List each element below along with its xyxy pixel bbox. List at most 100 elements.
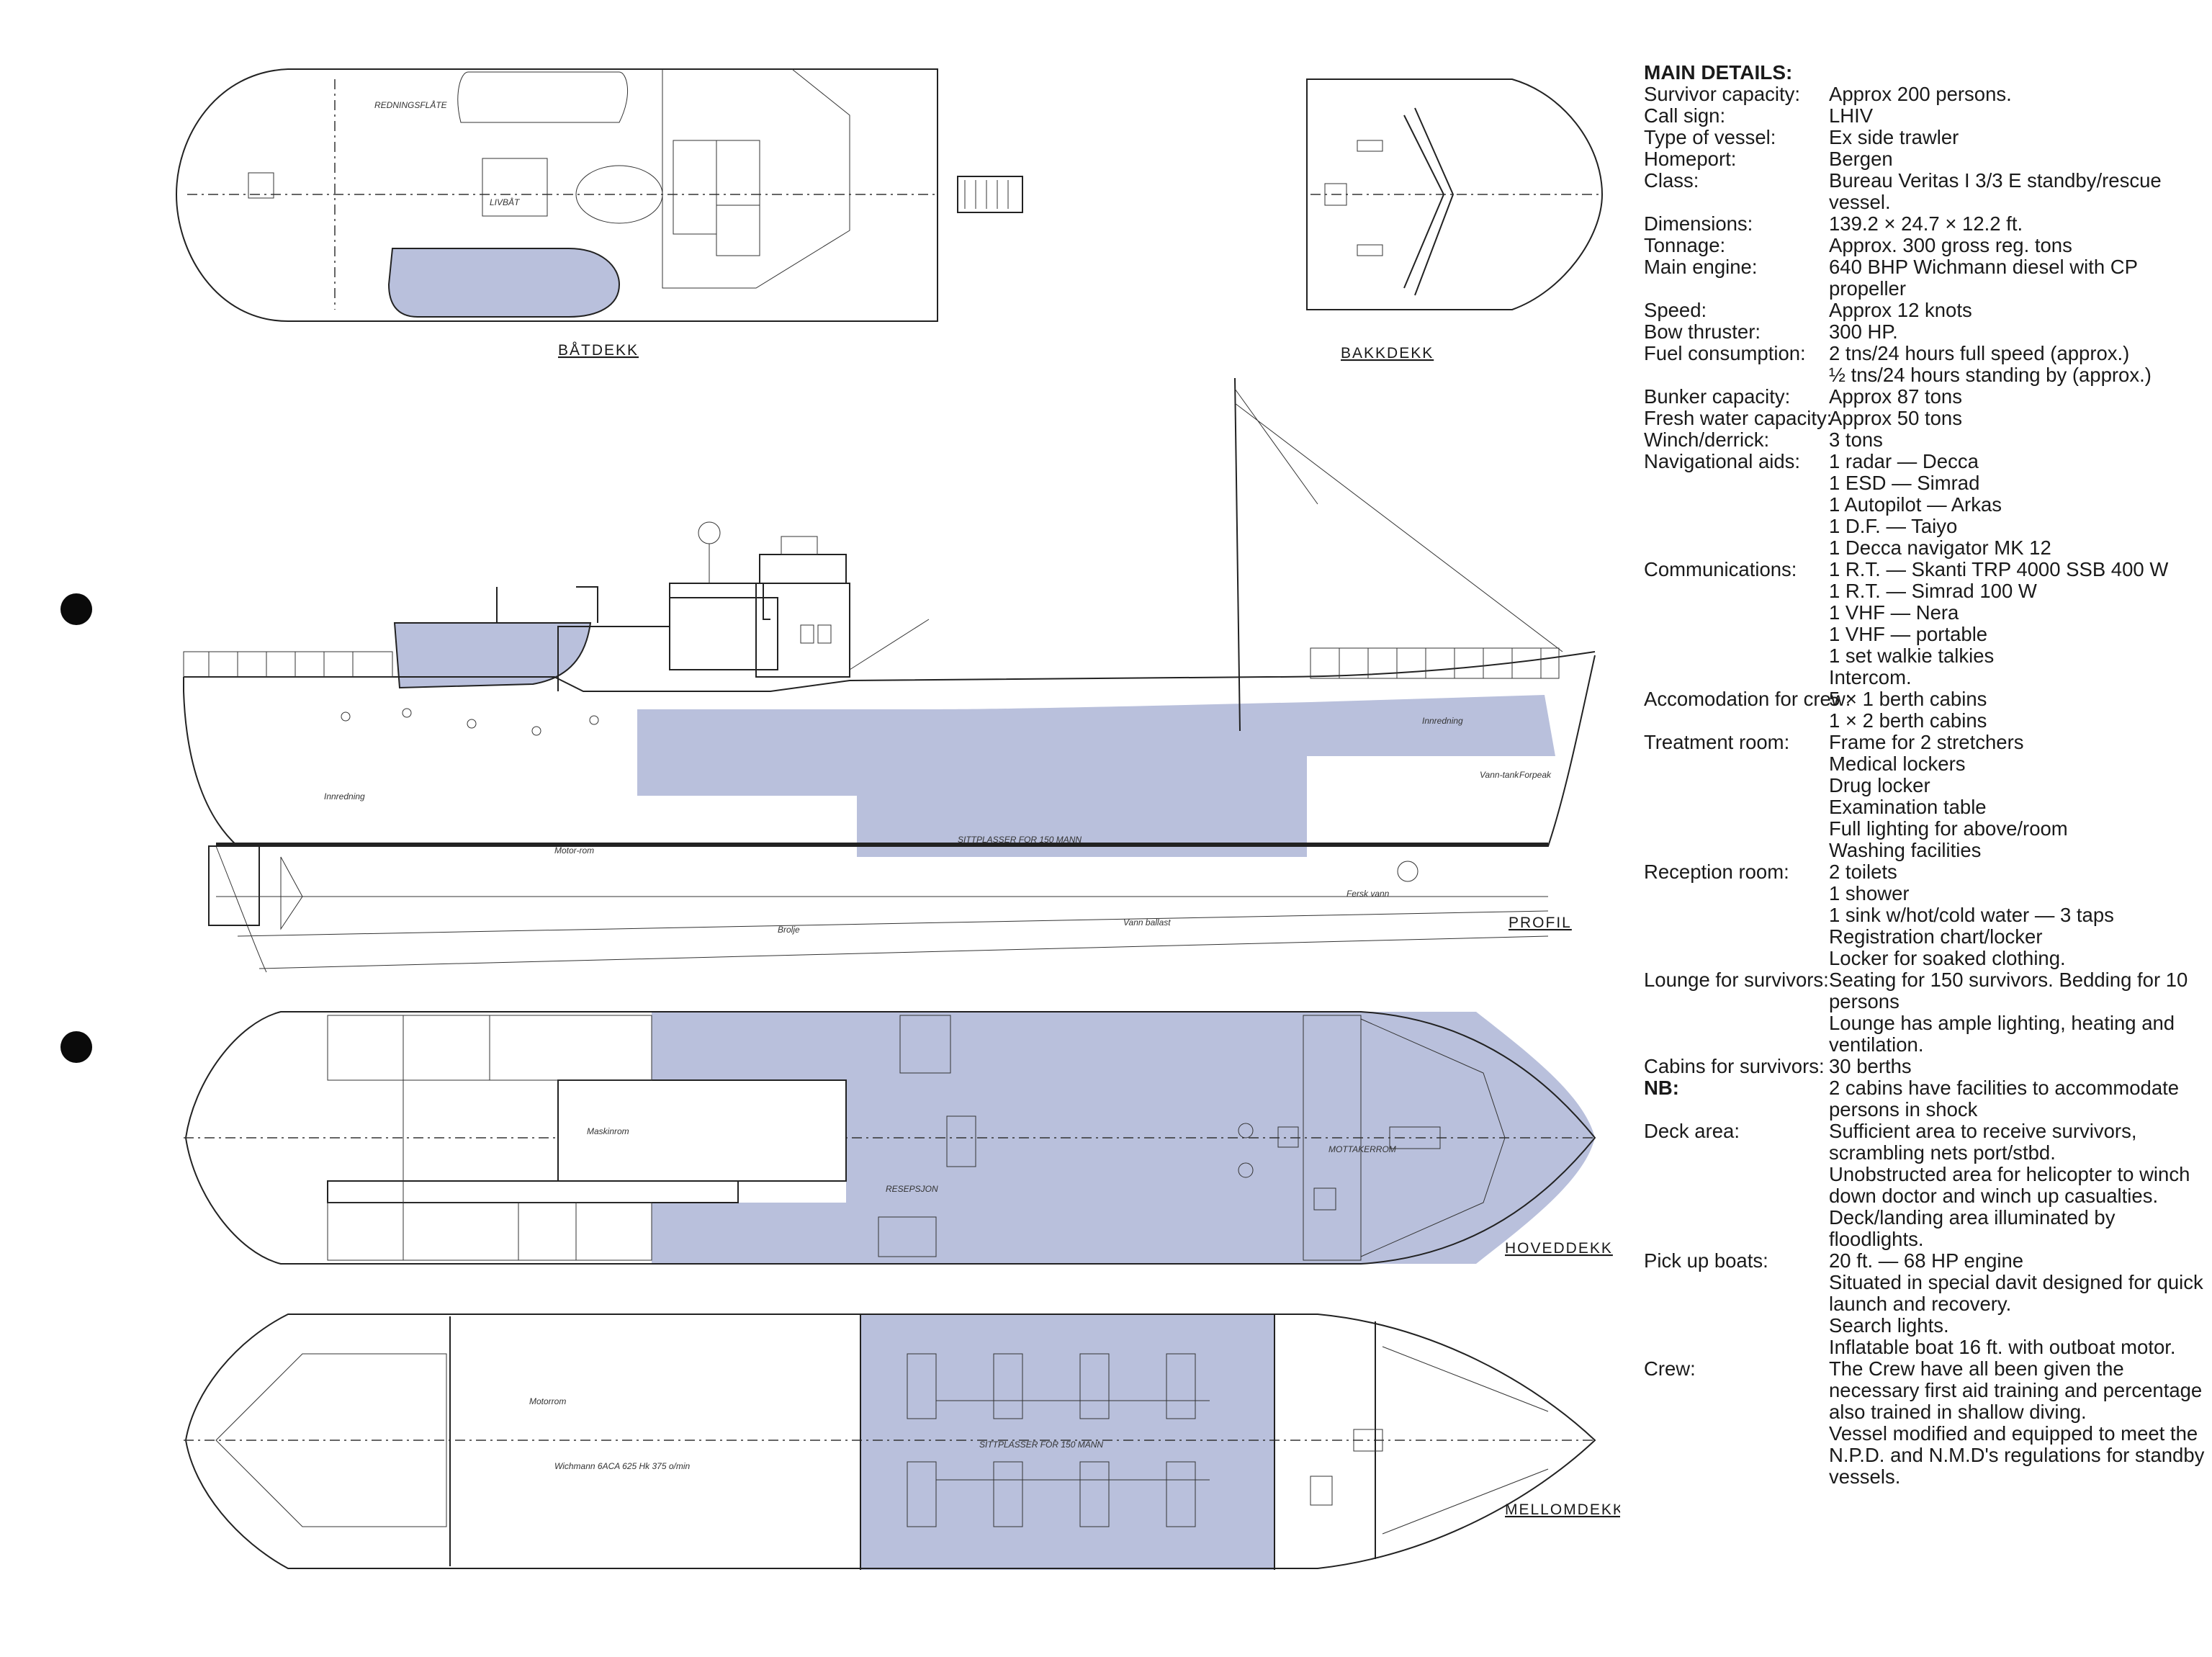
- details-value: Sufficient area to receive survivors, sc…: [1829, 1121, 2212, 1250]
- details-label: Pick up boats:: [1644, 1249, 1768, 1272]
- details-value-line: Vessel modified and equipped to meet the…: [1829, 1422, 2205, 1488]
- details-value-line: Bureau Veritas I 3/3 E standby/rescue ve…: [1829, 169, 2162, 213]
- details-value-line: Approx 200 persons.: [1829, 83, 2012, 105]
- details-value-line: 2 cabins have facilities to accommodate …: [1829, 1077, 2180, 1121]
- details-value-line: 1 VHF — Nera: [1829, 601, 1959, 624]
- profile-drawing: Innredning Innredning Motor-rom SITTPLAS…: [183, 377, 1596, 973]
- svg-text:Innredning: Innredning: [324, 791, 365, 801]
- raft-label: REDNINGSFLÅTE: [374, 99, 448, 110]
- details-value: Seating for 150 survivors. Bedding for 1…: [1829, 969, 2212, 1056]
- details-value-line: 1 shower: [1829, 882, 1910, 904]
- details-value-line: Ex side trawler: [1829, 126, 1959, 148]
- details-value-line: Approx 12 knots: [1829, 299, 1972, 321]
- details-value-line: ½ tns/24 hours standing by (approx.): [1829, 364, 2152, 386]
- details-row: Accomodation for crew:5 × 1 berth cabins…: [1644, 688, 2212, 732]
- details-row: Crew:The Crew have all been given the ne…: [1644, 1358, 2212, 1488]
- ship-drawings: LIVBÅT REDNINGSFLÅTE BÅTDEKK BAKKDEKK: [175, 68, 1620, 1570]
- details-value-line: 3 tons: [1829, 428, 1883, 451]
- details-row: Homeport:Bergen: [1644, 148, 2212, 170]
- svg-text:Vann ballast: Vann ballast: [1123, 917, 1171, 928]
- details-value-line: Situated in special davit designed for q…: [1829, 1271, 2203, 1315]
- details-row: Class: Bureau Veritas I 3/3 E standby/res…: [1644, 170, 2212, 213]
- details-row: Speed: Approx 12 knots: [1644, 300, 2212, 321]
- details-value-line: Registration chart/locker: [1829, 925, 2043, 948]
- details-label: Winch/derrick:: [1644, 428, 1770, 451]
- middle-deck-plan: Motorrom Wichmann 6ACA 625 Hk 375 o/min …: [184, 1314, 1596, 1570]
- details-value-line: 1 × 2 berth cabins: [1829, 709, 1987, 732]
- details-value: The Crew have all been given the necessa…: [1829, 1358, 2212, 1488]
- boat-deck-plan: LIVBÅT REDNINGSFLÅTE: [175, 68, 1023, 322]
- svg-text:Maskinrom: Maskinrom: [587, 1126, 629, 1136]
- details-value-line: 5 × 1 berth cabins: [1829, 688, 1987, 710]
- details-value-line: LHIV: [1829, 104, 1874, 127]
- details-value: Approx 200 persons.: [1829, 84, 2212, 105]
- details-value-line: Inflatable boat 16 ft. with outboat moto…: [1829, 1336, 2176, 1358]
- svg-text:Brolje: Brolje: [778, 925, 800, 935]
- svg-text:Fersk vann: Fersk vann: [1346, 889, 1390, 899]
- details-value-line: 1 R.T. — Skanti TRP 4000 SSB 400 W: [1829, 558, 2169, 580]
- details-label: Speed:: [1644, 299, 1707, 321]
- details-value: Ex side trawler: [1829, 127, 2212, 148]
- details-value: Approx 50 tons: [1829, 408, 2212, 429]
- main-details-panel: MAIN DETAILS: Survivor capacity:Approx 2…: [1644, 62, 2212, 1488]
- details-value-line: 30 berths: [1829, 1055, 1912, 1077]
- details-label: NB:: [1644, 1077, 1679, 1099]
- details-label: Deck area:: [1644, 1120, 1740, 1142]
- details-value-line: Full lighting for above/room: [1829, 817, 2068, 840]
- details-label: Class:: [1644, 169, 1699, 192]
- details-row: Type of vessel:Ex side trawler: [1644, 127, 2212, 148]
- main-deck-label: HOVEDDEKK: [1505, 1240, 1613, 1257]
- svg-text:Forpeak: Forpeak: [1519, 770, 1552, 780]
- details-label: Treatment room:: [1644, 731, 1790, 753]
- details-value-line: Search lights.: [1829, 1314, 1949, 1337]
- details-value-line: 1 sink w/hot/cold water — 3 taps: [1829, 904, 2114, 926]
- details-value: 139.2 × 24.7 × 12.2 ft.: [1829, 213, 2212, 235]
- details-value-line: 1 D.F. — Taiyo: [1829, 515, 1958, 537]
- svg-text:MOTTAKERROM: MOTTAKERROM: [1328, 1144, 1396, 1154]
- details-list: Survivor capacity:Approx 200 persons.Cal…: [1644, 84, 2212, 1488]
- details-label: Cabins for survivors:: [1644, 1055, 1825, 1077]
- details-value-line: Seating for 150 survivors. Bedding for 1…: [1829, 969, 2188, 1012]
- details-value-line: Examination table: [1829, 796, 1987, 818]
- details-value-line: 300 HP.: [1829, 320, 1898, 343]
- details-label: Dimensions:: [1644, 212, 1753, 235]
- details-value-line: 640 BHP Wichmann diesel with CP propelle…: [1829, 256, 2138, 300]
- details-row: Fresh water capacity:Approx 50 tons: [1644, 408, 2212, 429]
- details-row: Survivor capacity:Approx 200 persons.: [1644, 84, 2212, 105]
- details-value: 640 BHP Wichmann diesel with CP propelle…: [1829, 256, 2212, 300]
- svg-text:Motorrom: Motorrom: [529, 1396, 566, 1406]
- details-row: Main engine:640 BHP Wichmann diesel with…: [1644, 256, 2212, 300]
- lifeboat-blue: [387, 248, 621, 318]
- details-value-line: Approx 50 tons: [1829, 407, 1962, 429]
- details-row: Bow thruster:300 HP.: [1644, 321, 2212, 343]
- details-value-line: Approx 87 tons: [1829, 385, 1962, 408]
- details-label: Navigational aids:: [1644, 450, 1801, 472]
- boat-deck-label: BÅTDEKK: [558, 342, 639, 359]
- details-value-line: Approx. 300 gross reg. tons: [1829, 234, 2072, 256]
- binder-hole-top: [60, 593, 92, 625]
- details-label: Reception room:: [1644, 861, 1789, 883]
- details-label: Communications:: [1644, 558, 1797, 580]
- svg-text:SITTPLASSER FOR 150 MANN: SITTPLASSER FOR 150 MANN: [979, 1440, 1103, 1450]
- details-value-line: 20 ft. — 68 HP engine: [1829, 1249, 2024, 1272]
- middle-deck-label: MELLOMDEKK: [1505, 1501, 1620, 1518]
- main-details-heading: MAIN DETAILS:: [1644, 61, 1793, 84]
- svg-text:Wichmann 6ACA 625 Hk 375 o/min: Wichmann 6ACA 625 Hk 375 o/min: [554, 1461, 691, 1471]
- main-deck-plan: Maskinrom RESEPSJON MOTTAKERROM: [184, 1011, 1596, 1265]
- details-value-line: 2 toilets: [1829, 861, 1897, 883]
- details-row: Communications: 1 R.T. — Skanti TRP 4000 …: [1644, 559, 2212, 688]
- details-value-line: 2 tns/24 hours full speed (approx.): [1829, 342, 2130, 364]
- details-value-line: Intercom.: [1829, 666, 1912, 688]
- details-value-line: Unobstructed area for helicopter to winc…: [1829, 1163, 2190, 1250]
- details-label: Tonnage:: [1644, 234, 1726, 256]
- details-value-line: Locker for soaked clothing.: [1829, 947, 2066, 969]
